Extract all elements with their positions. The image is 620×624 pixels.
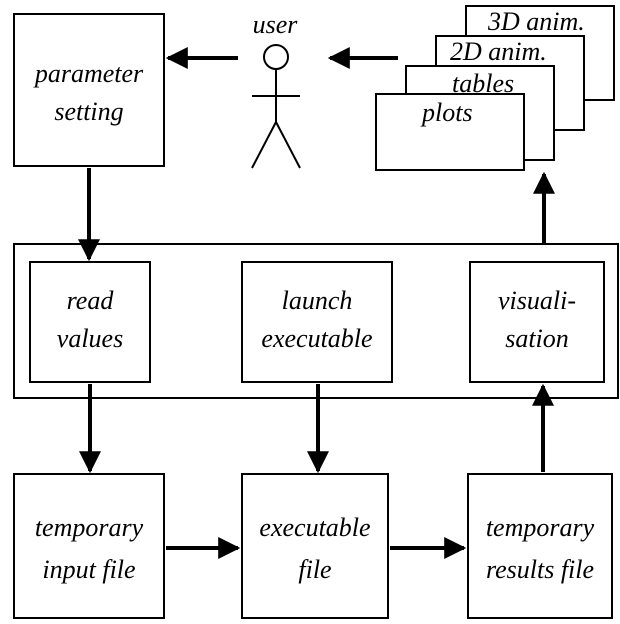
user-figure [251,44,301,169]
user-label: user [253,10,299,39]
read-values-label-line2: values [57,324,123,353]
temporary-input-file-label-line2: input file [42,555,135,584]
launch-executable-label-line1: launch [282,286,353,315]
temporary-results-file-label-line2: results file [486,555,594,584]
parameter-setting-node: parameter setting [13,13,165,167]
executable-file-label-line1: executable [259,513,370,542]
temporary-results-file-label-line1: temporary [486,513,595,542]
user-left-leg [251,121,277,169]
read-values-node: read values [29,261,151,383]
parameter-setting-label-line2: setting [54,97,123,126]
user-right-leg [275,121,301,169]
output-stack: 3D anim. 2D anim. tables plots [375,5,615,171]
plots-label: plots [420,98,473,127]
temporary-input-file-node: temporary input file [13,473,165,619]
visualisation-label-line2: sation [505,324,569,353]
visualisation-node: visuali- sation [469,261,605,383]
visualisation-label-line1: visuali- [498,286,576,315]
plots-sheet: plots [375,93,525,171]
temporary-results-file-node: temporary results file [467,473,613,619]
temporary-input-file-label-line1: temporary [35,513,144,542]
launch-executable-label-line2: executable [261,324,372,353]
launch-executable-node: launch executable [241,261,393,383]
parameter-setting-label-line1: parameter [33,59,144,88]
read-values-label-line1: read [67,286,115,315]
executable-file-label-line2: file [298,555,331,584]
executable-file-node: executable file [241,473,389,619]
anim3d-label: 3D anim. [487,7,585,36]
user-head [263,44,289,70]
anim2d-label: 2D anim. [450,37,547,66]
